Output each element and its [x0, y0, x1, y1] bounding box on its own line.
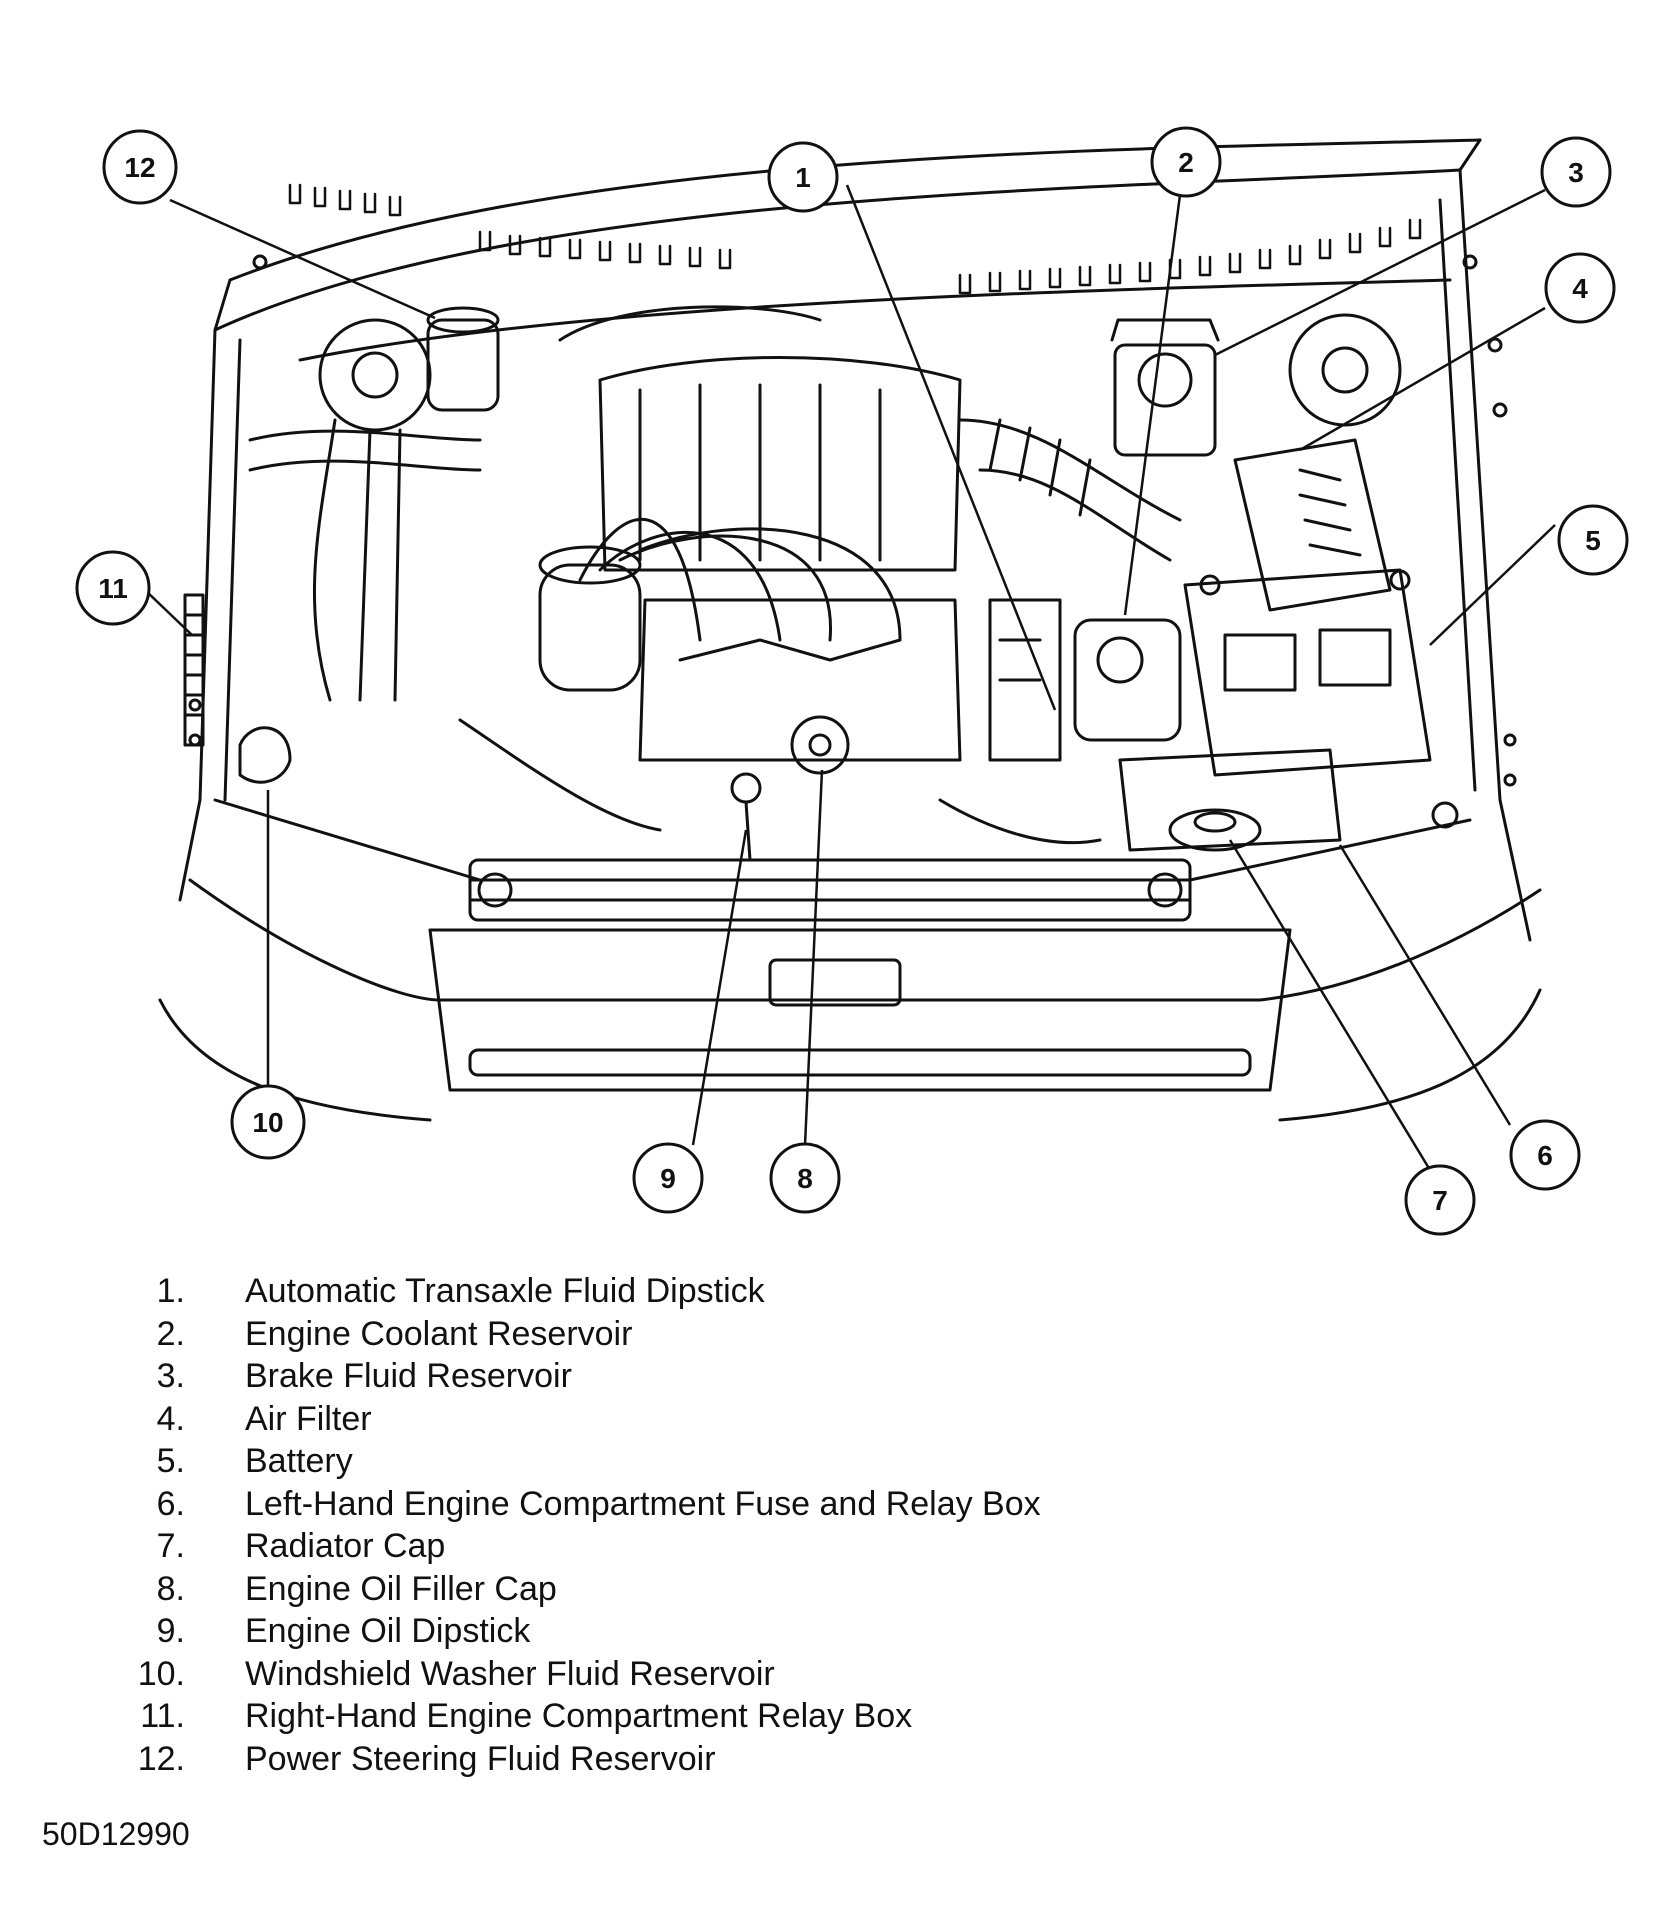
legend-number: 4.: [156, 1399, 185, 1438]
legend-item-9: 9. Engine Oil Dipstick: [120, 1610, 1320, 1653]
callout-3: 3: [1540, 136, 1612, 208]
svg-text:5: 5: [1585, 525, 1601, 556]
brake-reservoir-shape: [1110, 318, 1220, 457]
legend-label: Engine Oil Filler Cap: [245, 1569, 557, 1608]
svg-text:2: 2: [1178, 147, 1194, 178]
legend-number: 5.: [156, 1442, 185, 1480]
callout-4: 4: [1544, 252, 1616, 324]
legend-number: 1.: [156, 1272, 185, 1310]
callout-7: 7: [1404, 1164, 1476, 1236]
legend-label: Radiator Cap: [245, 1527, 446, 1565]
leader-5: [1429, 524, 1556, 646]
oil-filler-cap-shape: [790, 715, 850, 775]
legend-item-3: 3. Brake Fluid Reservoir: [120, 1355, 1320, 1398]
callout-8: 8: [769, 1142, 841, 1214]
front-bumper: [158, 878, 1542, 1122]
leader-7: [1228, 839, 1432, 1171]
leader-8: [803, 769, 824, 1146]
leader-11: [144, 589, 193, 636]
svg-text:1: 1: [795, 162, 811, 193]
air-intake-hose: [958, 418, 1182, 562]
radiator-cap-shape: [1168, 808, 1262, 852]
legend-label: Left-Hand Engine Compartment Fuse and Re…: [245, 1484, 1041, 1523]
engine-compartment-diagram: 1 2 3 4 5 6 7 8: [75, 126, 1629, 1236]
legend-item-5: 5. Battery: [120, 1440, 1320, 1483]
leader-3: [1214, 188, 1546, 357]
legend-item-8: 8. Engine Oil Filler Cap: [120, 1568, 1320, 1611]
legend-item-11: 11. Right-Hand Engine Compartment Relay …: [120, 1695, 1320, 1738]
legend-label: Air Filter: [245, 1399, 372, 1438]
hood-vent-slots: [288, 183, 1422, 295]
legend-number: 3.: [156, 1357, 185, 1395]
callout-2: 2: [1150, 126, 1222, 198]
legend-item-2: 2. Engine Coolant Reservoir: [120, 1313, 1320, 1356]
legend-item-1: 1. Automatic Transaxle Fluid Dipstick: [120, 1270, 1320, 1313]
legend-number: 10.: [137, 1654, 185, 1693]
callout-6: 6: [1509, 1119, 1581, 1191]
legend-label: Brake Fluid Reservoir: [245, 1357, 572, 1395]
legend-number: 7.: [156, 1527, 185, 1565]
svg-text:12: 12: [124, 152, 155, 183]
svg-text:7: 7: [1432, 1185, 1448, 1216]
power-steering-reservoir: [313, 306, 500, 702]
svg-text:8: 8: [797, 1163, 813, 1194]
coolant-reservoir-shape: [1073, 618, 1182, 742]
legend-label: Battery: [245, 1442, 353, 1480]
callout-circles: 1 2 3 4 5 6 7 8: [75, 126, 1629, 1236]
legend-number: 9.: [156, 1612, 185, 1650]
washer-reservoir-shape: [238, 726, 292, 784]
legend-label: Right-Hand Engine Compartment Relay Box: [245, 1697, 913, 1735]
legend: 1. Automatic Transaxle Fluid Dipstick 2.…: [120, 1270, 1320, 1780]
callout-1: 1: [767, 141, 839, 213]
legend-number: 6.: [156, 1484, 185, 1523]
legend-label: Automatic Transaxle Fluid Dipstick: [245, 1272, 765, 1310]
legend-label: Power Steering Fluid Reservoir: [245, 1739, 716, 1778]
svg-text:6: 6: [1537, 1140, 1553, 1171]
legend-number: 8.: [156, 1569, 185, 1608]
legend-item-10: 10. Windshield Washer Fluid Reservoir: [120, 1653, 1320, 1696]
air-filter-box: [1233, 438, 1392, 612]
callout-9: 9: [632, 1142, 704, 1214]
svg-text:3: 3: [1568, 157, 1584, 188]
legend-label: Windshield Washer Fluid Reservoir: [245, 1654, 775, 1693]
callout-12: 12: [102, 129, 178, 205]
engine-misc-components: [248, 305, 1459, 845]
leader-12: [169, 198, 436, 320]
leader-2: [1123, 194, 1182, 616]
legend-item-6: 6. Left-Hand Engine Compartment Fuse and…: [120, 1483, 1320, 1526]
leader-1: [845, 184, 1057, 711]
svg-text:11: 11: [98, 573, 128, 604]
callout-11: 11: [75, 550, 151, 626]
oil-filter: [538, 545, 642, 692]
fuse-relay-box-shape: [1118, 748, 1342, 852]
legend-number: 11.: [140, 1697, 185, 1735]
svg-text:4: 4: [1572, 273, 1588, 304]
svg-text:10: 10: [252, 1107, 283, 1138]
legend-number: 2.: [156, 1314, 185, 1353]
svg-text:9: 9: [660, 1163, 676, 1194]
callout-10: 10: [230, 1084, 306, 1160]
legend-item-12: 12. Power Steering Fluid Reservoir: [120, 1738, 1320, 1781]
legend-label: Engine Oil Dipstick: [245, 1612, 531, 1650]
figure-id: 50D12990: [42, 1816, 190, 1852]
leader-lines: [144, 184, 1556, 1171]
leader-4: [1299, 306, 1546, 452]
leader-9: [691, 829, 748, 1146]
legend-label: Engine Coolant Reservoir: [245, 1314, 633, 1353]
callout-5: 5: [1557, 504, 1629, 576]
legend-item-4: 4. Air Filter: [120, 1398, 1320, 1441]
leader-6: [1338, 844, 1512, 1126]
legend-item-7: 7. Radiator Cap: [120, 1525, 1320, 1568]
rh-relay-box-shape: [183, 593, 205, 747]
legend-number: 12.: [137, 1739, 185, 1778]
intake-manifold: [578, 356, 962, 762]
radiator-core-support: [213, 798, 1472, 922]
battery-shape: [1183, 568, 1432, 777]
oil-dipstick-shape: [730, 772, 762, 862]
fender-walls: [178, 168, 1532, 942]
